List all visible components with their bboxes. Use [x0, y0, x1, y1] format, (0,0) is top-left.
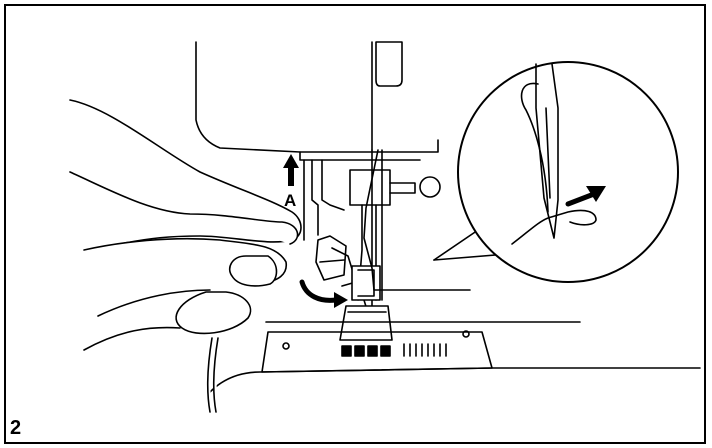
figure-number: 2	[10, 417, 22, 439]
magnified-needle-detail	[433, 61, 679, 283]
machine-head	[195, 41, 439, 161]
label-a: A	[284, 191, 296, 210]
curved-arrow-icon	[299, 279, 348, 308]
needle-bar-assembly	[349, 149, 441, 331]
arrow-up-icon	[283, 154, 299, 186]
hand	[69, 99, 302, 413]
presser-foot	[339, 265, 393, 357]
needle-plate	[209, 321, 701, 393]
presser-foot-lifter	[303, 159, 357, 287]
thread	[363, 149, 471, 291]
